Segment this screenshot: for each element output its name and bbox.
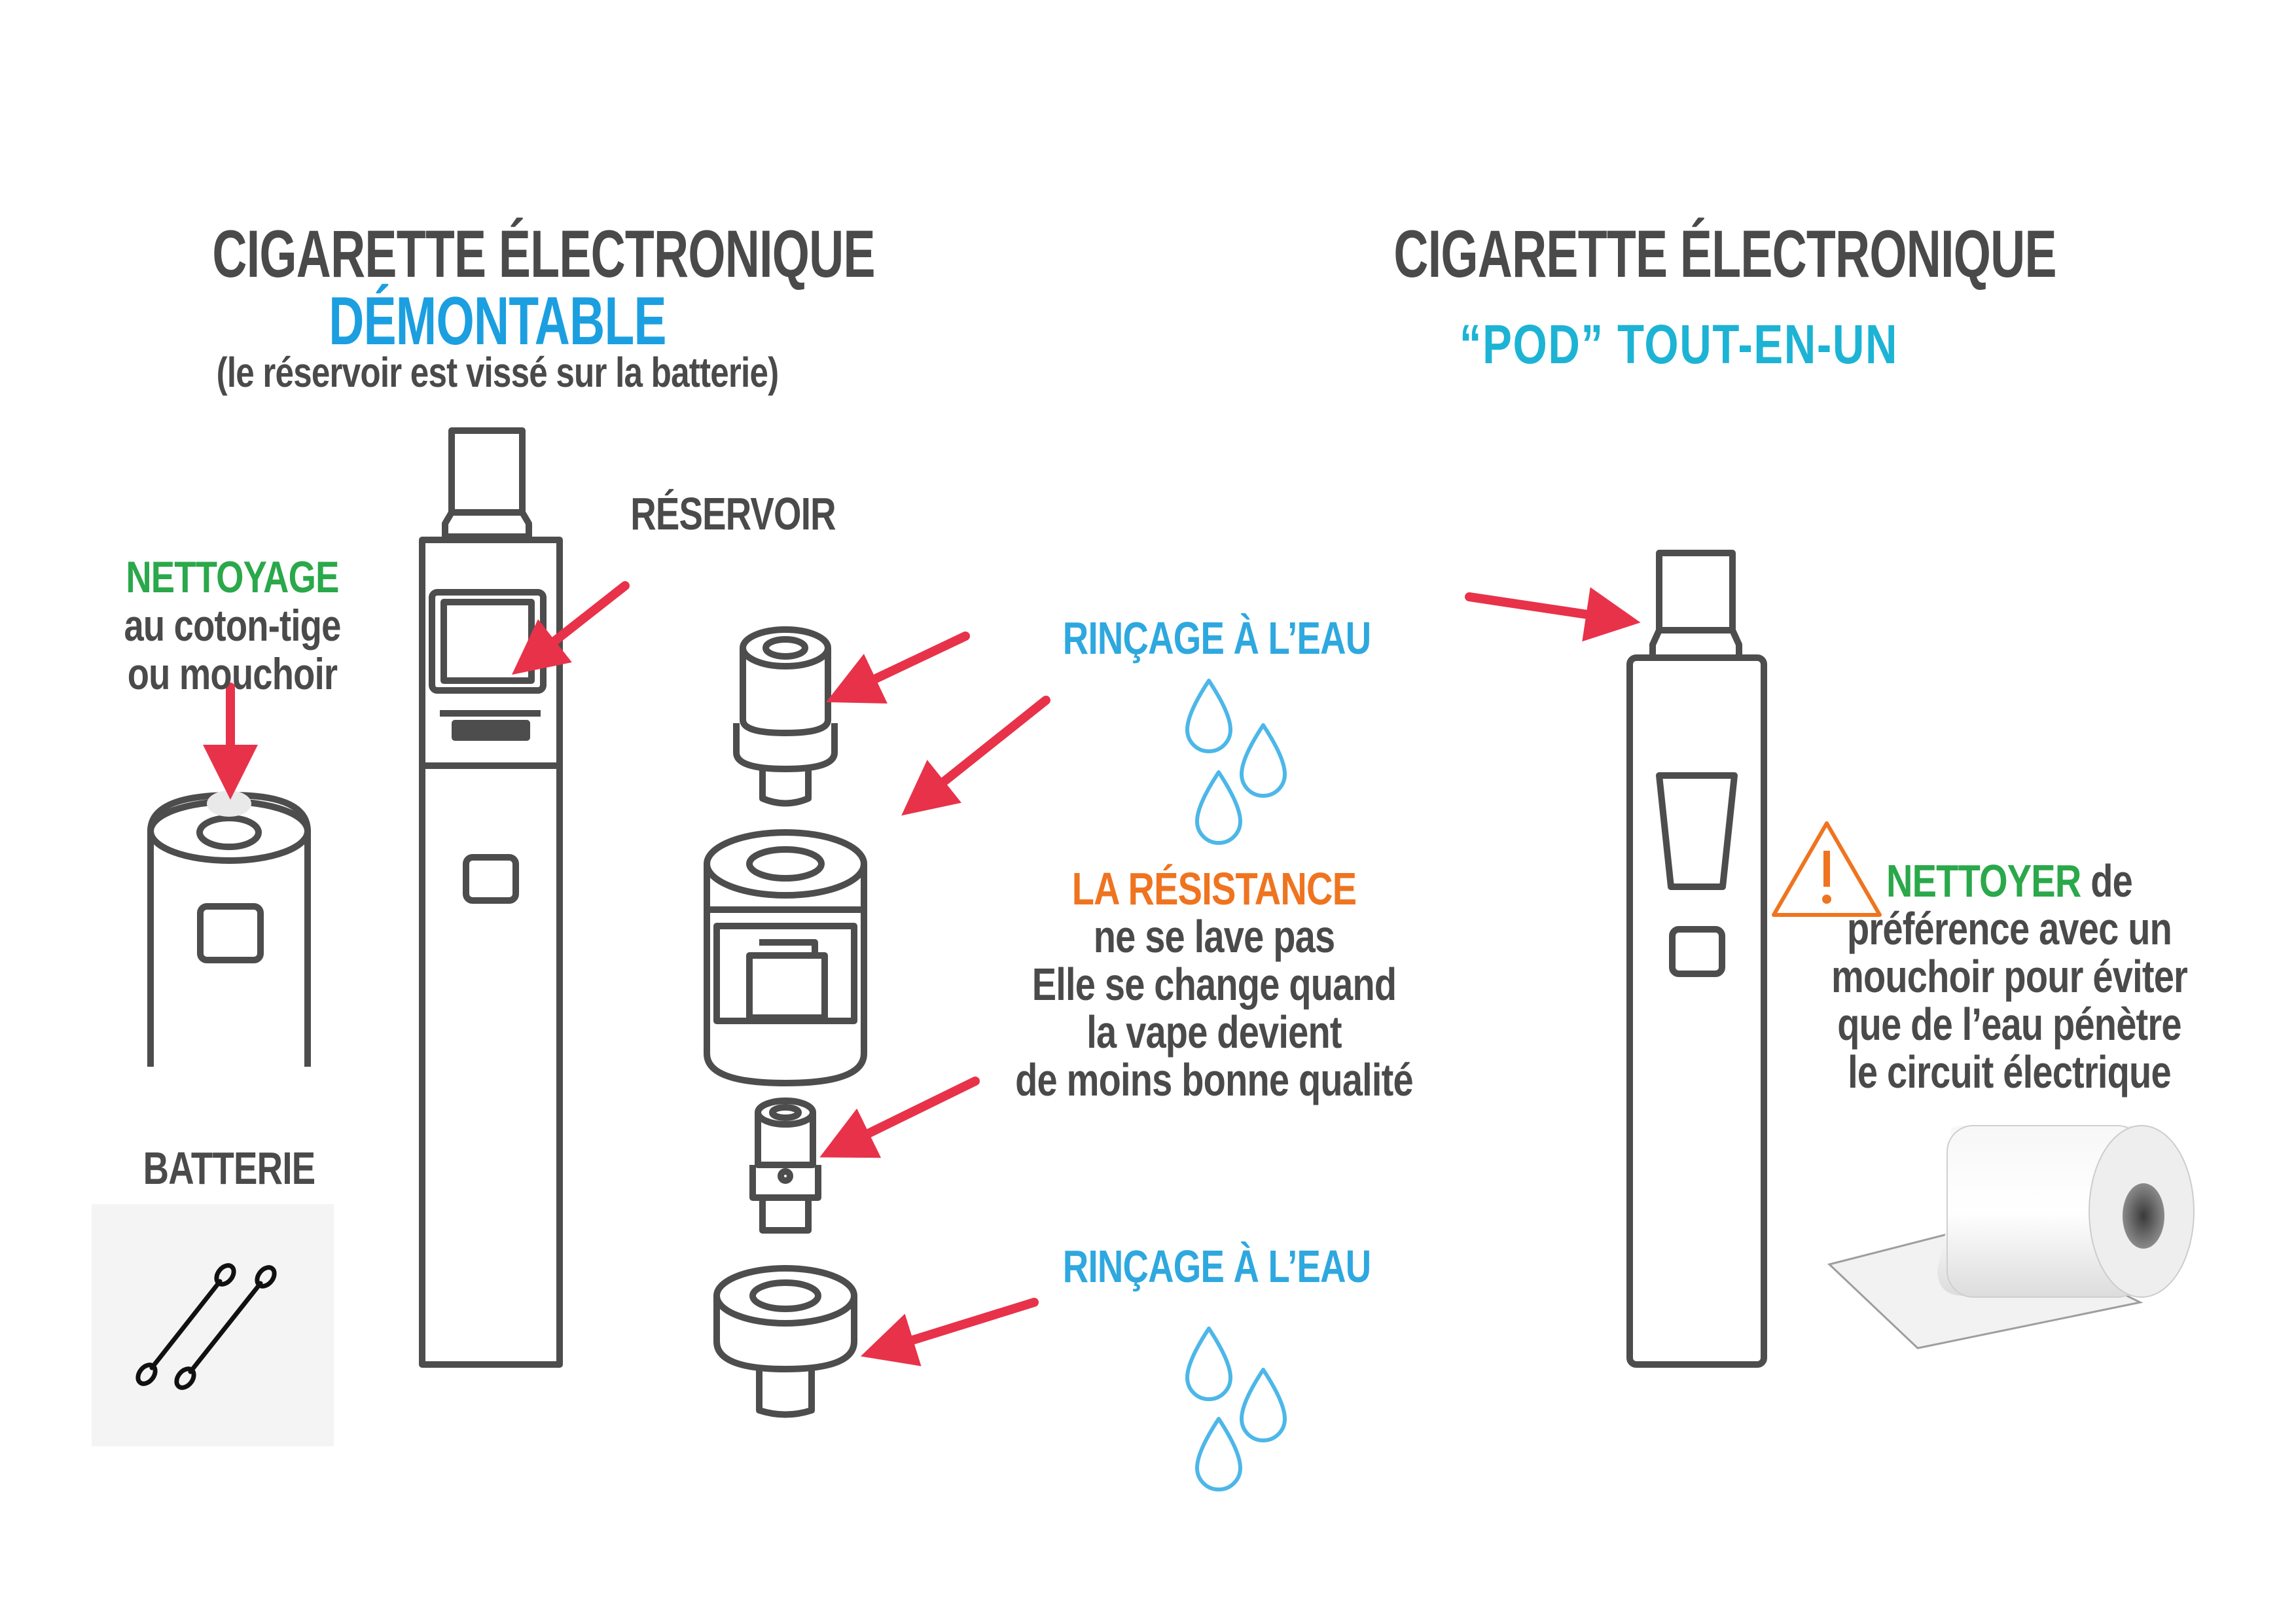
part-drip-tip <box>733 626 838 807</box>
nettoyer-line3: mouchoir pour éviter <box>1831 951 2188 1002</box>
nettoyer-line5: le circuit électrique <box>1848 1046 2171 1097</box>
rincage-top-label: RINÇAGE À L’EAU <box>1062 613 1371 664</box>
resistance-line2: Elle se change quand <box>1031 959 1397 1010</box>
nettoyer-line2: préférence avec un <box>1846 903 2172 954</box>
part-tank <box>704 829 867 1086</box>
cotton-swab-icon <box>135 1263 277 1390</box>
arrow-to-drip-tip <box>826 632 970 704</box>
nettoyer-title: NETTOYER <box>1886 855 2081 906</box>
arrow-to-pod-tip <box>1465 587 1641 642</box>
right-subtitle-text: “POD” TOUT-EN-UN <box>1459 313 1899 375</box>
pod-ecig-illustration <box>1626 550 1767 1368</box>
battery-illustration <box>147 792 311 1067</box>
left-subtitle: DÉMONTABLE <box>304 283 691 361</box>
reservoir-label: RÉSERVOIR <box>630 488 836 539</box>
nettoyage-block: NETTOYAGE au coton-tige ou mouchoir <box>99 553 366 698</box>
resistance-line1: ne se lave pas <box>1093 911 1335 962</box>
part-resistance <box>749 1097 821 1234</box>
demountable-ecig-illustration <box>419 427 563 1368</box>
left-caption-text: (le réservoir est vissé sur la batterie) <box>216 349 780 396</box>
nettoyage-title: NETTOYAGE <box>126 552 339 602</box>
part-base <box>713 1265 857 1418</box>
arrow-to-resistance <box>819 1077 980 1158</box>
arrow-to-tank <box>901 696 1050 816</box>
right-subtitle: “POD” TOUT-EN-UN <box>1441 313 1917 376</box>
nettoyage-line2: au coton-tige <box>124 601 341 651</box>
warning-triangle-icon <box>1772 821 1882 917</box>
left-title: CIGARETTE ÉLECTRONIQUE <box>212 216 875 293</box>
left-title-line1: CIGARETTE ÉLECTRONIQUE <box>212 217 875 291</box>
arrow-to-base <box>860 1298 1039 1366</box>
right-title-line1: CIGARETTE ÉLECTRONIQUE <box>1393 217 2056 291</box>
left-caption: (le réservoir est vissé sur la batterie) <box>181 348 814 397</box>
resistance-block: LA RÉSISTANCE ne se lave pas Elle se cha… <box>997 865 1431 1104</box>
paper-towel-roll-icon <box>1827 1125 2195 1349</box>
nettoyer-block: NETTOYER de préférence avec un mouchoir … <box>1795 857 2224 1096</box>
red-arrows <box>203 581 1641 1366</box>
nettoyer-line1: NETTOYER de <box>1795 857 2224 905</box>
water-drop-icon <box>1185 679 1287 1491</box>
resistance-line3: la vape devient <box>1086 1007 1342 1058</box>
exploded-parts <box>704 626 867 1418</box>
arrow-to-reservoir <box>511 581 630 675</box>
swab-tip <box>207 791 251 817</box>
nettoyer-rest: de <box>2081 855 2133 906</box>
cotton-swab-box <box>92 1204 334 1446</box>
nettoyage-line3: ou mouchoir <box>127 649 338 699</box>
left-subtitle-text: DÉMONTABLE <box>329 283 666 359</box>
resistance-title: LA RÉSISTANCE <box>1071 863 1357 914</box>
resistance-line4: de moins bonne qualité <box>1015 1054 1414 1105</box>
right-title: CIGARETTE ÉLECTRONIQUE <box>1393 216 2056 293</box>
batterie-label: BATTERIE <box>143 1143 315 1194</box>
rincage-bottom-label: RINÇAGE À L’EAU <box>1062 1241 1371 1292</box>
nettoyer-line4: que de l’eau pénètre <box>1837 999 2181 1050</box>
